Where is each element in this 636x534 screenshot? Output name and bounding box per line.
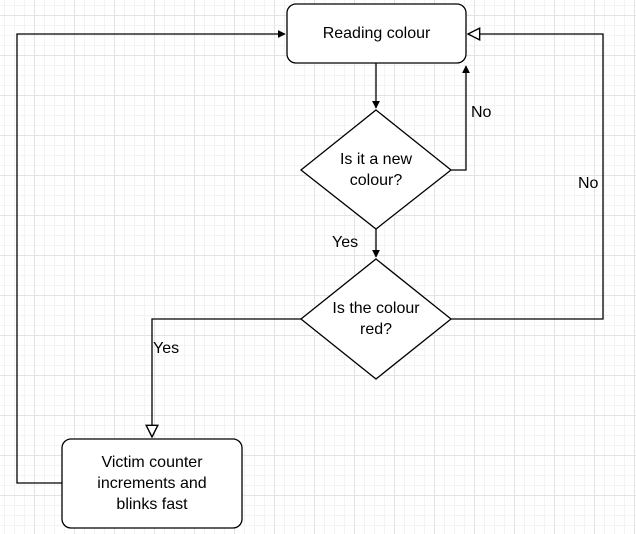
reading-colour-label: Reading colour <box>322 25 431 42</box>
edge-label-red-yes: Yes <box>153 340 180 357</box>
edge-label-new-colour-yes: Yes <box>332 234 359 251</box>
connector-red-yes <box>152 318 301 437</box>
connector-new-colour-no-loop <box>451 65 470 171</box>
red-colour-decision-diamond[interactable] <box>299 258 453 380</box>
new-colour-question-label: Is it a new colour? <box>339 151 413 189</box>
connector-victim-to-reading <box>16 30 286 484</box>
red-question-label: Is the colour red? <box>332 300 420 338</box>
edge-label-new-colour-no: No <box>471 104 492 121</box>
connector-red-no-loop <box>451 34 604 320</box>
edge-label-red-no: No <box>578 175 599 192</box>
victim-counter-label: Victim counter increments and blinks fas… <box>97 454 207 513</box>
